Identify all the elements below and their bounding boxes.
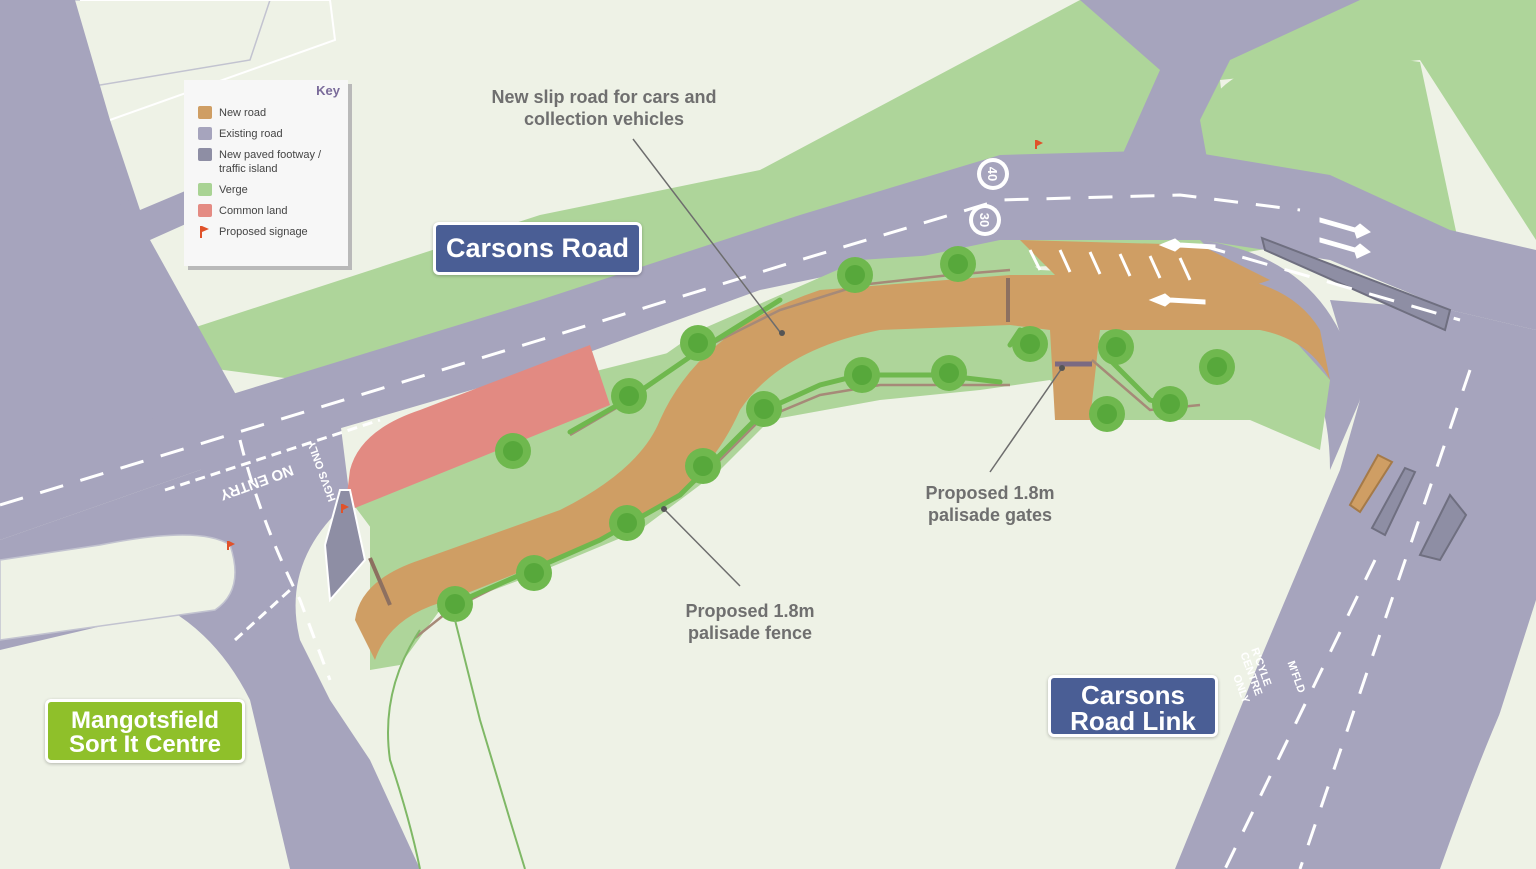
- tree-icon: [837, 257, 873, 293]
- key-item-label: Proposed signage: [219, 226, 308, 238]
- traffic-island-link-1: [1348, 453, 1394, 514]
- stop-line-sw-2: [233, 588, 292, 642]
- speed-30-text: 30: [977, 213, 992, 227]
- existing-road-south-west: [0, 420, 420, 869]
- fence-callout: Proposed 1.8m palisade fence: [660, 600, 840, 644]
- slip-road-callout-line1: New slip road for cars and: [491, 87, 717, 107]
- traffic-island-link-2: [1370, 466, 1417, 537]
- stream: [454, 619, 526, 869]
- tree-icon: [940, 246, 976, 282]
- slip-road-callout: New slip road for cars and collection ve…: [470, 86, 738, 130]
- carsons-road-link: [1175, 300, 1536, 869]
- lane-arrows: [1148, 217, 1371, 307]
- traffic-island-west: [323, 489, 367, 603]
- road-link-dashes: [1298, 369, 1472, 869]
- key-item: Proposed signage: [198, 225, 338, 239]
- slip-road-callout-line2: collection vehicles: [523, 109, 685, 129]
- carsons-road-link-line2: Road Link: [1070, 706, 1196, 736]
- mangotsfield-label: Mangotsfield Sort It Centre: [45, 699, 245, 763]
- mangotsfield-line1: Mangotsfield: [71, 707, 219, 734]
- key-item-label: Common land: [219, 205, 288, 217]
- tree-icon: [1089, 396, 1125, 432]
- carsons-road-text: Carsons Road: [445, 233, 630, 263]
- road-link-dashes-2: [1223, 559, 1377, 869]
- traffic-island-east: [1260, 236, 1452, 332]
- new-slip-road: [355, 275, 1330, 660]
- carsons-road: [0, 150, 1536, 540]
- key-item-label: New paved footway / traffic island: [219, 149, 322, 175]
- carsons-road-centre-line: [0, 193, 1301, 507]
- key-item: Common land: [198, 204, 338, 218]
- key-swatch: [198, 106, 212, 119]
- key-item: Verge: [198, 183, 338, 197]
- gates-leader: [989, 367, 1063, 473]
- trees: [437, 246, 1235, 622]
- key-title: Key: [316, 83, 340, 98]
- key-item: Existing road: [198, 127, 338, 141]
- tree-icon: [680, 325, 716, 361]
- tree-icon: [611, 378, 647, 414]
- tree-icon: [495, 433, 531, 469]
- speed-roundel-40: [977, 158, 1009, 190]
- carsons-road-link-line1: Carsons: [1080, 680, 1186, 710]
- tree-icon: [516, 555, 552, 591]
- key-item-label: New road: [219, 107, 267, 119]
- key-swatch: [198, 204, 212, 217]
- key-swatch: [198, 127, 212, 140]
- fence-leader: [664, 509, 741, 587]
- key-swatch: [198, 148, 212, 161]
- gates-callout-line2: palisade gates: [927, 505, 1053, 525]
- slip-road-leader: [632, 138, 781, 333]
- stop-line-sw: [164, 418, 381, 492]
- sw-dashes: [238, 439, 332, 681]
- tree-icon: [1012, 326, 1048, 362]
- key-item: New paved footway / traffic island: [198, 148, 338, 176]
- mangotsfield-line2: Sort It Centre: [68, 731, 221, 758]
- traffic-island-link-3: [1418, 493, 1468, 562]
- fence-callout-line2: palisade fence: [687, 623, 813, 643]
- gates-callout-line1: Proposed 1.8m: [925, 483, 1055, 503]
- tree-icon: [609, 505, 645, 541]
- hatching: [1028, 249, 1192, 281]
- tree-icon: [844, 357, 880, 393]
- lower-right-land: [1440, 640, 1536, 869]
- signage-flag-icon: [1035, 140, 1043, 149]
- tree-icon: [1152, 386, 1188, 422]
- common-land: [345, 345, 610, 510]
- key-item-label: Verge: [219, 184, 248, 196]
- key-item: New road: [198, 106, 338, 120]
- tree-icon: [1098, 329, 1134, 365]
- key-item-label: Existing road: [219, 128, 283, 140]
- existing-road-west-lane: [0, 0, 130, 260]
- fence-callout-line1: Proposed 1.8m: [685, 601, 815, 621]
- signage-flag-icon: [227, 541, 235, 550]
- road-edge-dashes: [1199, 243, 1461, 322]
- tree-icon: [685, 448, 721, 484]
- speed-40-text: 40: [985, 167, 1000, 181]
- flag-icon: [198, 225, 212, 239]
- speed-roundel-30: [969, 204, 1001, 236]
- existing-road-north-east: [1080, 0, 1360, 175]
- carsons-road-label: Carsons Road: [433, 222, 642, 275]
- tree-icon: [1199, 349, 1235, 385]
- gates-callout: Proposed 1.8m palisade gates: [900, 482, 1080, 526]
- tree-icon: [437, 586, 473, 622]
- new-road-hatch-area: [1020, 240, 1270, 290]
- carsons-road-link-label: Carsons Road Link: [1048, 675, 1218, 737]
- road-link-sweep: [1200, 240, 1360, 470]
- stream-2: [387, 629, 421, 869]
- tree-icon: [931, 355, 967, 391]
- tree-icon: [746, 391, 782, 427]
- signage-flag-icon: [341, 504, 349, 513]
- gate-line-west: [368, 557, 392, 606]
- key-swatch: [198, 183, 212, 196]
